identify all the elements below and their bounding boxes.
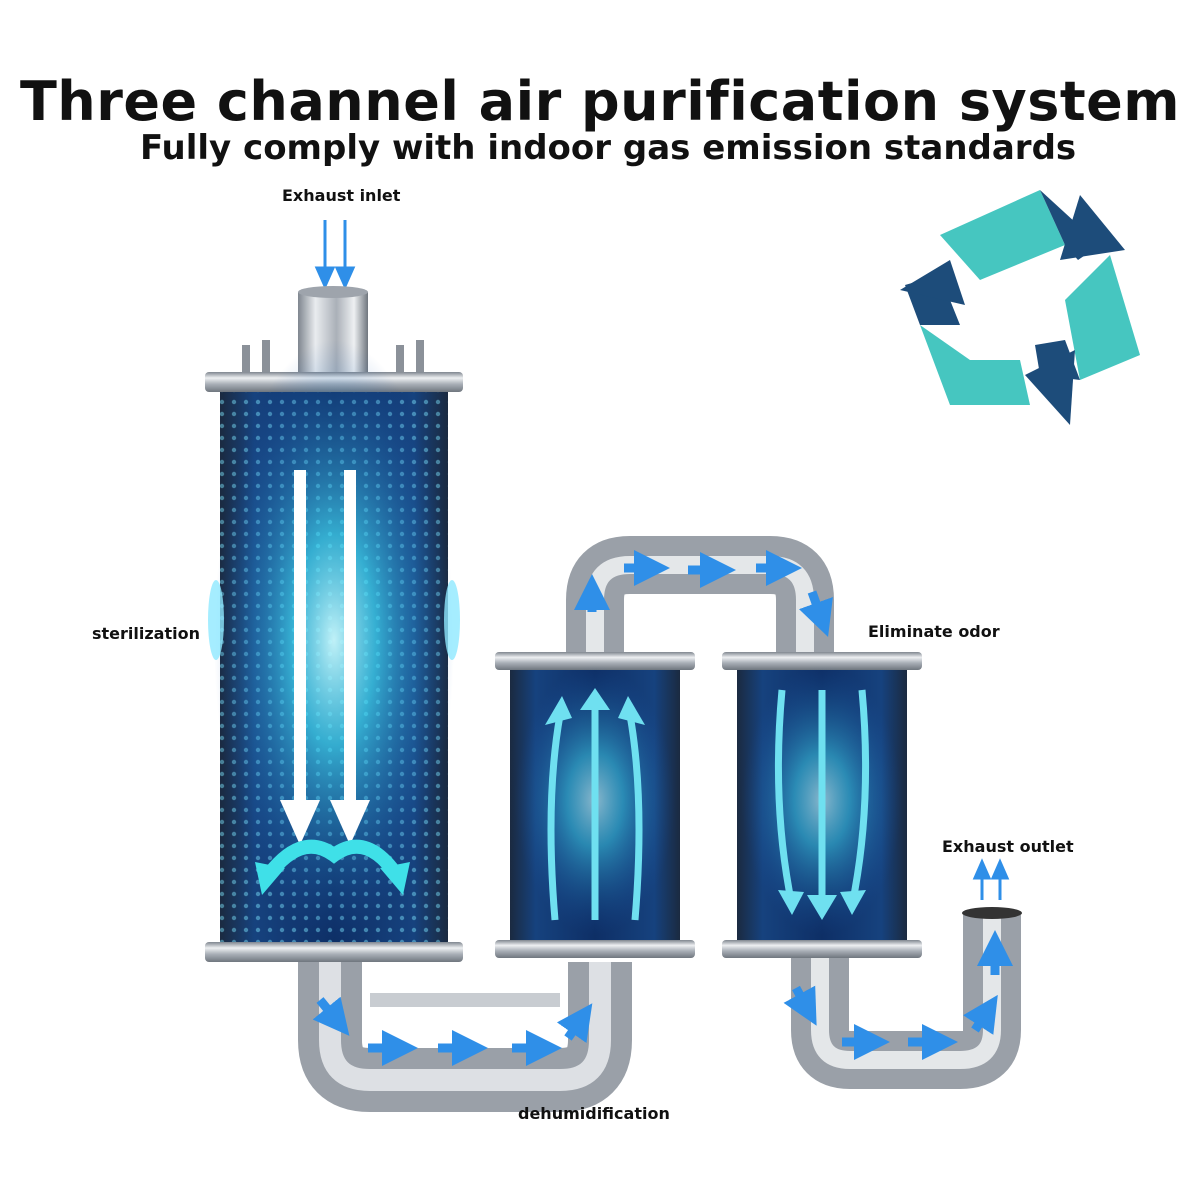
flow-arrows <box>312 550 1013 1066</box>
pipe-dehumidification <box>298 962 632 1112</box>
page-title: Three channel air purification system <box>19 70 1181 133</box>
page-subtitle: Fully comply with indoor gas emission st… <box>140 128 1077 168</box>
sterilization-tank <box>205 286 463 962</box>
eliminate-odor-label: Eliminate odor <box>868 622 1000 641</box>
sterilization-label: sterilization <box>92 624 200 643</box>
inlet-arrows <box>314 220 356 290</box>
outlet-arrows <box>972 858 1010 900</box>
pipe-top <box>566 536 834 652</box>
recycle-icon <box>900 190 1140 425</box>
pipe-outlet <box>791 907 1022 1089</box>
dehumidification-label: dehumidification <box>518 1104 670 1123</box>
inlet-label: Exhaust inlet <box>282 186 401 205</box>
odor-tank <box>722 652 922 958</box>
outlet-label: Exhaust outlet <box>942 837 1074 856</box>
dehumidification-tank <box>495 652 695 958</box>
